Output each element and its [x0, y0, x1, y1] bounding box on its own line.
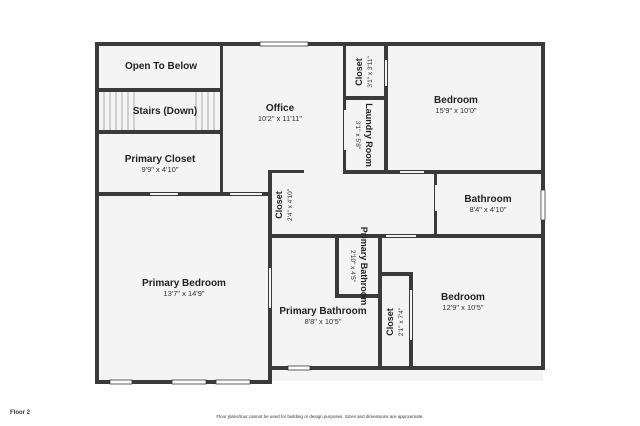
floor-label: Floor 2	[10, 410, 31, 416]
room-name: Bedroom	[441, 292, 485, 303]
room-name: Stairs (Down)	[133, 106, 197, 117]
room-name: Closet	[385, 308, 395, 336]
room-dims: 13'7" x 14'9"	[163, 289, 204, 298]
room-name: Laundry Room	[364, 103, 374, 167]
door-openings	[150, 60, 437, 340]
room-dims: 8'8" x 10'5"	[305, 317, 342, 326]
windows	[109, 41, 546, 385]
room-closet-hall: Closet 2'4" x 4'10"	[274, 188, 294, 221]
room-name: Open To Below	[125, 61, 197, 72]
room-bedroom-bottom: Bedroom 12'9" x 10'5"	[441, 292, 485, 312]
room-bathroom: Bathroom 8'4" x 4'10"	[464, 194, 511, 214]
room-primary-bedroom: Primary Bedroom 13'7" x 14'9"	[142, 278, 226, 298]
room-closet-top: Closet 3'1" x 3'11"	[354, 56, 374, 88]
room-name: Bedroom	[434, 95, 478, 106]
room-name: Primary Bedroom	[142, 278, 226, 289]
room-dims: 15'9" x 10'0"	[435, 106, 476, 115]
stair-treads	[103, 92, 215, 130]
room-laundry: Laundry Room 3'1" x 5'8"	[354, 103, 374, 167]
room-name: Primary Bathroom	[279, 306, 366, 317]
room-closet-bottom: Closet 2'1" x 7'4"	[385, 307, 405, 336]
room-bedroom-top: Bedroom 15'9" x 10'0"	[434, 95, 478, 115]
room-dims: 2'1" x 7'4"	[398, 307, 405, 336]
room-dims: 3'1" x 5'8"	[354, 121, 361, 150]
room-name: Bathroom	[464, 194, 511, 205]
room-office: Office 10'2" x 11'11"	[258, 103, 303, 123]
room-dims: 9'9" x 4'10"	[142, 165, 179, 174]
room-primary-bath-small: Primary Bathroom 2'10" x 4'5"	[349, 227, 369, 306]
room-dims: 12'9" x 10'5"	[442, 303, 483, 312]
room-primary-closet: Primary Closet 9'9" x 4'10"	[125, 154, 196, 174]
room-primary-bathroom: Primary Bathroom 8'8" x 10'5"	[279, 306, 366, 326]
room-name: Office	[266, 103, 295, 114]
room-dims: 3'1" x 3'11"	[367, 56, 374, 88]
floor-area	[97, 43, 543, 381]
room-dims: 10'2" x 11'11"	[258, 114, 303, 123]
room-name: Closet	[354, 58, 364, 86]
disclaimer-text: Floor plans/tour cannot be used for buil…	[216, 414, 424, 419]
room-dims: 8'4" x 4'10"	[470, 205, 507, 214]
room-dims: 2'10" x 4'5"	[349, 250, 356, 283]
room-name: Primary Closet	[125, 154, 196, 165]
room-dims: 2'4" x 4'10"	[287, 188, 294, 221]
room-name: Closet	[274, 191, 284, 219]
room-name: Primary Bathroom	[359, 227, 369, 306]
room-stairs: Stairs (Down)	[133, 106, 197, 117]
room-open-to-below: Open To Below	[125, 61, 197, 72]
